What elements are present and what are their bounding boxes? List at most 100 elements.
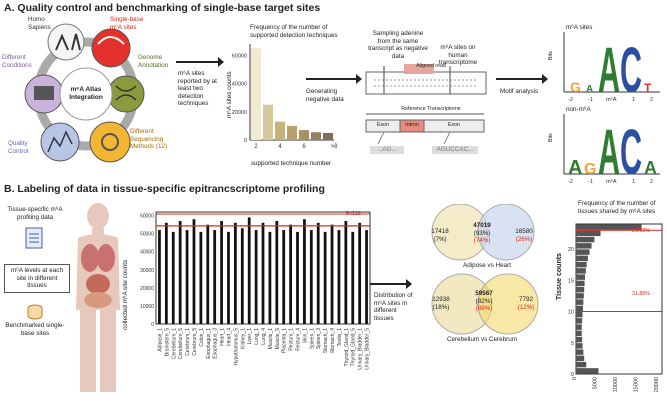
arrow-to-negative — [306, 74, 362, 84]
bar-b-bar — [358, 222, 362, 324]
venn2-right: 7792(12%) — [517, 296, 535, 311]
aligned-read-text: Aligned read — [416, 63, 446, 69]
bar-b-bar — [192, 219, 196, 324]
atlas-wheel — [24, 23, 145, 163]
bar-a-xlabel: supported technique number — [250, 160, 332, 167]
bar-a-bar — [263, 104, 273, 140]
svg-text:-1: -1 — [588, 179, 593, 185]
bar-b-xtick: Rectum_4 — [296, 328, 302, 351]
sampling-text: Sampling adenine from the same transcrip… — [368, 30, 428, 60]
hbar-ytick: 0 — [571, 372, 574, 378]
bar-a-bar — [311, 132, 321, 140]
levels-box: m⁶A levels at each site in different tis… — [4, 264, 70, 293]
bar-b-xtick: Cerebrum_1 — [185, 328, 191, 356]
bar-b-bar — [289, 224, 292, 324]
bar-b-bar — [323, 231, 327, 324]
bar-b-bar — [158, 230, 161, 324]
bar-b-bar — [316, 222, 320, 324]
svg-text:2: 2 — [650, 179, 653, 185]
hbar-bar — [576, 280, 585, 287]
bar-b-bar — [309, 230, 313, 324]
bar-b-xtick: Cerebrum_5 — [192, 328, 198, 356]
bar-chart-b: 0100002000030000400005000060000Adipose_1… — [140, 211, 371, 370]
bar-a-ylabel: m⁶A sites counts — [226, 71, 233, 118]
logo-top-a1: A — [586, 84, 593, 95]
logo-bottom-g: G — [584, 161, 596, 178]
chart-icon — [47, 130, 73, 153]
bar-a-xtick: >8 — [331, 144, 339, 150]
negative-diagram — [365, 64, 487, 145]
hbar-ytick: 10 — [568, 310, 574, 316]
bar-b-xtick: Cerebellum_5 — [178, 328, 184, 359]
hbar-bar — [576, 318, 583, 324]
bar-b-xtick: Heart_4 — [226, 328, 232, 346]
bar-b-xtick: Hypothalamus_5 — [233, 328, 239, 366]
hbar-bar — [576, 361, 587, 368]
logo-top-c: C — [620, 34, 642, 104]
bar-b-ytick: 40000 — [140, 250, 154, 256]
bar-b-ytick: 20000 — [140, 286, 154, 292]
hbar-pct1: 20.69% — [632, 228, 650, 234]
bar-a-ytick: 0 — [244, 138, 247, 144]
bar-b-bar — [171, 231, 175, 324]
conditions-icon — [34, 86, 54, 100]
hbar-bar — [576, 224, 642, 230]
human-body-illustration — [76, 203, 120, 392]
hbar-bar — [576, 286, 585, 293]
bar-b-xtick: Stomach_1 — [323, 328, 329, 354]
hbar-bar — [576, 243, 592, 249]
bar-b-bar — [351, 231, 355, 324]
hbar-bar — [576, 349, 584, 355]
hbar-bar — [576, 236, 595, 243]
hbar-bar — [576, 336, 583, 343]
hbar-bar — [576, 368, 599, 374]
hbar-ytick: 5 — [571, 341, 574, 347]
bar-a-bar — [299, 130, 309, 140]
bar-b-ytick: 50000 — [140, 232, 154, 238]
bar-a-bar — [251, 48, 261, 141]
benchmarked-text: Benchmarked single-base sites — [5, 322, 65, 337]
hbar-xtick: 20000 — [654, 377, 660, 392]
bar-b-xtick: Heart_1 — [220, 328, 226, 346]
bar-b-xtick: Esophagus_3 — [213, 328, 219, 359]
bar-b-bar — [268, 231, 272, 324]
logo-top-a: A — [598, 34, 620, 104]
profiling-data-text: Tissue-specific m⁶A profiling data — [7, 206, 63, 221]
sequencing-methods-circle — [89, 121, 131, 163]
venn2-cerebrum — [477, 273, 539, 335]
intestine-icon — [84, 292, 112, 308]
bar-b-bar — [206, 224, 210, 324]
hbar-bar — [576, 299, 584, 305]
dna-icon — [97, 36, 125, 45]
document-icon — [25, 227, 43, 249]
svg-text:2: 2 — [650, 97, 653, 103]
distribution-text: Distribution of m⁶A sites in different t… — [374, 292, 413, 322]
bar-b-bar — [178, 221, 182, 324]
arrow-to-motif — [496, 74, 548, 84]
hbar-bar — [576, 230, 601, 237]
hbar-bar — [576, 293, 584, 299]
bar-b-xtick: Adipose_1 — [157, 328, 163, 352]
hbar-bar — [576, 268, 586, 274]
bar-b-xtick: Muscle_1 — [268, 328, 274, 350]
bar-b-bar — [164, 222, 168, 324]
logo-bottom-ylabel: Bits — [548, 133, 554, 142]
bar-b-xtick: Spleen_1 — [309, 328, 315, 349]
bar-a-xtick: 2 — [254, 144, 258, 150]
venn-diagrams — [431, 204, 539, 335]
logo-top-ylabel: Bits — [548, 51, 554, 60]
bar-b-bar — [227, 231, 230, 324]
liver-icon — [86, 274, 110, 294]
bar-a-bar — [287, 125, 297, 140]
exon2-box — [423, 119, 485, 133]
bar-b-xtick: Esophagus_1 — [206, 328, 212, 359]
bar-b-xtick: Lung_4 — [261, 328, 267, 345]
bar-b-xtick: Colon_1 — [199, 328, 205, 347]
bar-b-ytick: 30000 — [140, 268, 154, 274]
bar-b-bar — [365, 230, 368, 324]
hbar-title: Frequency of the number of tissues share… — [578, 200, 656, 215]
logo-bottom-c: C — [620, 116, 642, 186]
hbar-pct2: 31.80% — [632, 291, 650, 297]
